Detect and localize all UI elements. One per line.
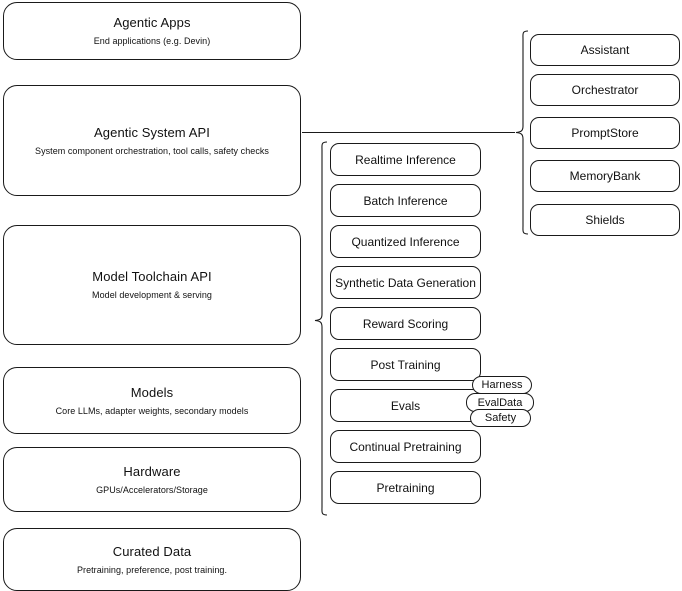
layer-subtitle: System component orchestration, tool cal… [35, 145, 269, 156]
layer-agentic-system-api[interactable]: Agentic System API System component orch… [3, 85, 301, 196]
agentic-component-label: PromptStore [571, 126, 639, 140]
layer-subtitle: Core LLMs, adapter weights, secondary mo… [55, 405, 249, 416]
layer-title: Hardware [123, 463, 181, 479]
evals-subcomponent-label: Safety [484, 412, 517, 424]
agentic-component-label: MemoryBank [569, 169, 641, 183]
toolchain-item-label: Batch Inference [363, 193, 448, 208]
agentic-component-memorybank[interactable]: MemoryBank [530, 160, 680, 192]
layer-title: Agentic Apps [113, 15, 191, 30]
toolchain-item-post-training[interactable]: Post Training [330, 348, 481, 381]
agentic-component-orchestrator[interactable]: Orchestrator [530, 74, 680, 106]
evals-subcomponent-harness[interactable]: Harness [472, 376, 532, 394]
layer-subtitle: Model development & serving [92, 290, 212, 300]
layer-subtitle: Pretraining, preference, post training. [76, 564, 228, 575]
layer-agentic-apps[interactable]: Agentic Apps End applications (e.g. Devi… [3, 2, 301, 60]
agentic-component-label: Assistant [580, 43, 630, 57]
toolchain-item-quantized-inference[interactable]: Quantized Inference [330, 225, 481, 258]
toolchain-item-label: Reward Scoring [362, 316, 449, 331]
agentic-component-label: Shields [585, 213, 625, 227]
layer-subtitle: GPUs/Accelerators/Storage [96, 484, 208, 495]
evals-subcomponent-label: EvalData [477, 396, 523, 409]
layer-title: Model Toolchain API [92, 269, 212, 284]
toolchain-item-synthetic-data-generation[interactable]: Synthetic Data Generation [330, 266, 481, 299]
layer-title: Models [130, 384, 174, 400]
layer-curated-data[interactable]: Curated Data Pretraining, preference, po… [3, 528, 301, 591]
layer-title: Agentic System API [94, 124, 210, 140]
agentic-component-assistant[interactable]: Assistant [530, 34, 680, 66]
toolchain-item-label: Quantized Inference [351, 234, 460, 249]
evals-subcomponent-label: Harness [481, 379, 523, 391]
layer-subtitle: End applications (e.g. Devin) [93, 36, 211, 46]
layer-title: Curated Data [112, 543, 192, 559]
toolchain-item-continual-pretraining[interactable]: Continual Pretraining [330, 430, 481, 463]
layer-hardware[interactable]: Hardware GPUs/Accelerators/Storage [3, 447, 301, 512]
toolchain-item-label: Evals [390, 398, 421, 413]
toolchain-item-label: Post Training [370, 357, 441, 372]
agentic-component-shields[interactable]: Shields [530, 204, 680, 236]
agentic-component-promptstore[interactable]: PromptStore [530, 117, 680, 149]
toolchain-item-label: Realtime Inference [355, 152, 456, 167]
toolchain-item-label: Pretraining [376, 480, 435, 495]
toolchain-item-batch-inference[interactable]: Batch Inference [330, 184, 481, 217]
toolchain-item-evals[interactable]: Evals [330, 389, 481, 422]
toolchain-item-label: Synthetic Data Generation [335, 275, 476, 290]
bracket-toolchain-components [314, 141, 328, 516]
toolchain-item-pretraining[interactable]: Pretraining [330, 471, 481, 504]
agentic-component-label: Orchestrator [571, 83, 639, 97]
toolchain-item-label: Continual Pretraining [349, 439, 462, 454]
layer-models[interactable]: Models Core LLMs, adapter weights, secon… [3, 367, 301, 434]
evals-subcomponent-safety[interactable]: Safety [470, 409, 531, 427]
bracket-agentic-system-components [515, 30, 529, 235]
toolchain-item-reward-scoring[interactable]: Reward Scoring [330, 307, 481, 340]
layer-model-toolchain-api[interactable]: Model Toolchain API Model development & … [3, 225, 301, 345]
toolchain-item-realtime-inference[interactable]: Realtime Inference [330, 143, 481, 176]
